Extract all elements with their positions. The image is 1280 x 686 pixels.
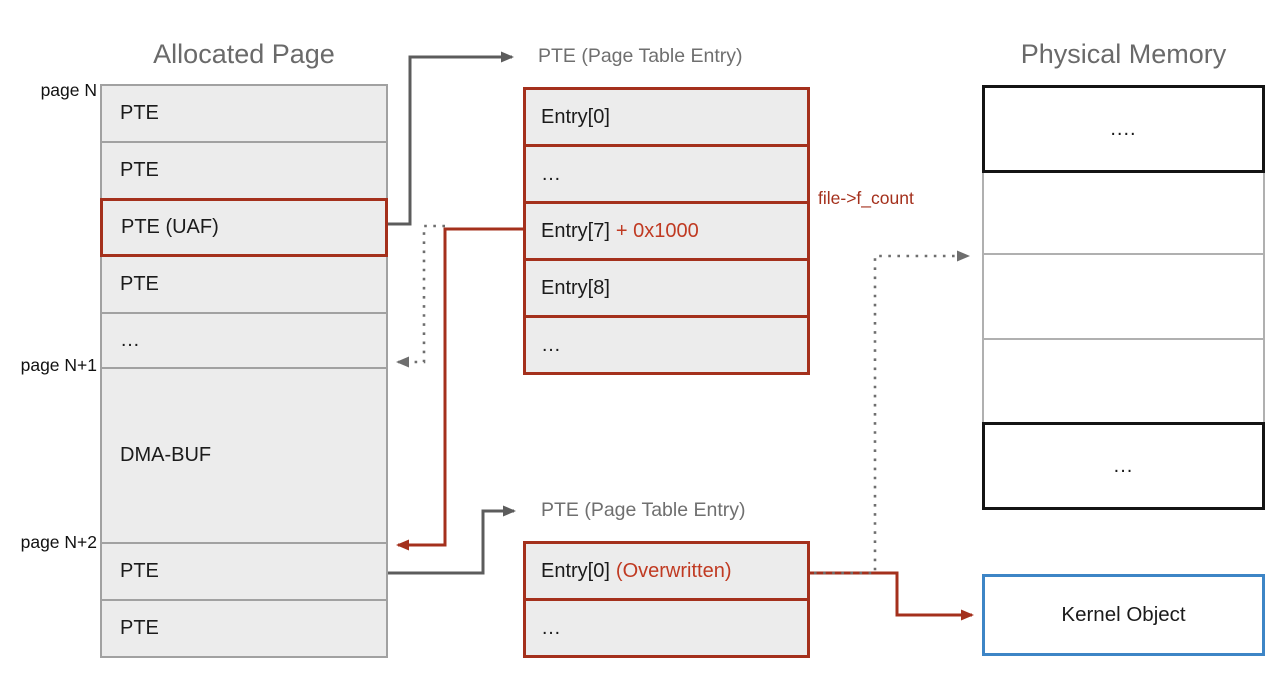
pte-table-top: Entry[0] … Entry[7]+ 0x1000 Entry[8] … [523,87,810,375]
physical-memory-column: .... ... [982,85,1265,510]
kernel-object-label: Kernel Object [1061,603,1186,626]
entry-text: Entry[0] [541,105,610,128]
entry-text: … [541,333,561,356]
dotted-arrow-entry7-original-target [396,224,445,368]
allocated-page-row-pte: PTE [100,84,388,143]
allocated-page-row-ellipsis: … [100,312,388,369]
arrow-pageN2-pte-to-pte-table [388,505,516,575]
pte-table-bottom: Entry[0](Overwritten) … [523,541,810,658]
allocated-page-stack: PTE PTE PTE (UAF) PTE … DMA-BUF PTE PTE [100,84,388,658]
row-label: PTE [120,159,159,181]
arrow-uaf-to-pte-table [388,51,514,226]
cell-label: ... [1113,454,1134,477]
entry-suffix: (Overwritten) [615,559,732,582]
row-label: PTE [120,102,159,124]
pte-entry-row: Entry[0] [523,87,810,147]
row-label: PTE [120,617,159,639]
row-label: DMA-BUF [120,444,212,466]
allocated-page-row-pte: PTE [100,141,388,200]
pte-entry-row: … [523,144,810,204]
entry-text: Entry[7] [541,219,610,242]
physical-memory-cell [982,253,1265,340]
allocated-page-row-dmabuf: DMA-BUF [100,367,388,544]
arrow-entry7-plus-0x1000-to-pageN2 [396,227,523,551]
row-label: … [120,329,140,351]
file-fcount-annotation: file->f_count [818,188,914,208]
page-n-label: page N [40,80,97,100]
page-n2-label: page N+2 [20,532,97,552]
pte-entry-row-overwritten: Entry[0](Overwritten) [523,541,810,601]
entry-text: … [541,162,561,185]
row-label: PTE [120,560,159,582]
allocated-page-row-pte: PTE [100,599,388,658]
pte-entry-row: … [523,315,810,375]
kernel-object-box: Kernel Object [982,574,1265,656]
pte-table-top-title: PTE (Page Table Entry) [538,45,743,67]
physical-memory-title: Physical Memory [1020,39,1227,69]
allocated-page-row-pte-uaf: PTE (UAF) [100,198,388,257]
allocated-page-title: Allocated Page [153,39,335,69]
pte-entry-row: Entry[8] [523,258,810,318]
physical-memory-cell [982,170,1265,255]
physical-memory-cell: .... [982,85,1265,173]
pte-entry-row-modified: Entry[7]+ 0x1000 [523,201,810,261]
row-label: PTE [120,273,159,295]
row-label: PTE (UAF) [121,216,219,238]
pte-entry-row: … [523,598,810,658]
entry-suffix: + 0x1000 [615,219,699,242]
allocated-page-row-pte: PTE [100,542,388,601]
arrow-entry0-overwritten-to-kernel-object [810,571,974,621]
entry-text: … [541,616,561,639]
entry-text: Entry[8] [541,276,610,299]
pte-table-bottom-title: PTE (Page Table Entry) [541,499,746,521]
cell-label: .... [1110,117,1137,140]
dotted-arrow-to-physical-memory [814,250,970,575]
physical-memory-cell: ... [982,422,1265,510]
physical-memory-cell [982,338,1265,425]
entry-text: Entry[0] [541,559,610,582]
allocated-page-row-pte: PTE [100,255,388,314]
page-n1-label: page N+1 [20,355,97,375]
